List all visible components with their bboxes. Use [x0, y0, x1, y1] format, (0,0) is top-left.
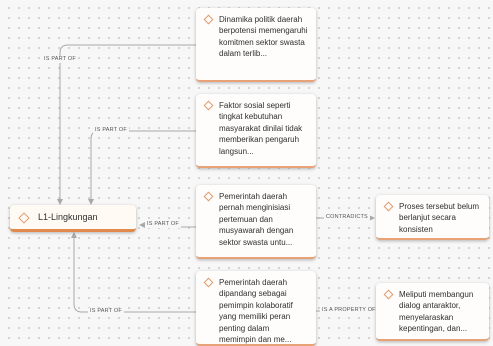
diamond-icon [203, 277, 214, 288]
edge-label-is-part-of: IS PART OF [93, 127, 129, 134]
root-node-label: L1-Lingkungan [38, 212, 98, 222]
edge-label-is-a-property-of: IS A PROPERTY OF [320, 307, 378, 314]
concept-node-text: Dinamika politik daerah berpotensi memen… [219, 15, 308, 59]
edge-label-is-part-of: IS PART OF [42, 56, 78, 63]
edge-n4-root [71, 232, 196, 313]
concept-node-text: Meliputi membangun dialog antaraktor, me… [399, 290, 474, 334]
diamond-icon [18, 212, 30, 224]
concept-node[interactable]: Dinamika politik daerah berpotensi memen… [196, 8, 316, 82]
concept-node-text: Proses tersebut belum berlanjut secara k… [399, 202, 480, 234]
edge-label-contradicts: CONTRADICTS [324, 214, 370, 221]
edge-label-is-part-of: IS PART OF [145, 221, 181, 228]
concept-node-text: Pemerintah daerah dipandang sebagai pemi… [219, 278, 293, 345]
concept-node-text: Faktor sosial seperti tingkat kebutuhan … [219, 101, 303, 156]
edge-n2-root [88, 130, 196, 205]
root-node[interactable]: L1-Lingkungan [10, 205, 136, 232]
concept-node[interactable]: Faktor sosial seperti tingkat kebutuhan … [196, 94, 316, 168]
concept-node[interactable]: Pemerintah daerah dipandang sebagai pemi… [196, 271, 316, 346]
concept-node-text: Pemerintah daerah pernah menginisiasi pe… [219, 192, 294, 247]
diamond-icon [383, 289, 394, 300]
concept-node[interactable]: Pemerintah daerah pernah menginisiasi pe… [196, 185, 316, 259]
edge-n1-root [57, 44, 196, 205]
diamond-icon [383, 201, 394, 212]
diamond-icon [203, 191, 214, 202]
diamond-icon [203, 14, 214, 25]
diamond-icon [203, 100, 214, 111]
edge-label-is-part-of: IS PART OF [88, 308, 124, 315]
concept-node[interactable]: Meliputi membangun dialog antaraktor, me… [376, 283, 489, 341]
concept-node[interactable]: Proses tersebut belum berlanjut secara k… [376, 195, 489, 240]
